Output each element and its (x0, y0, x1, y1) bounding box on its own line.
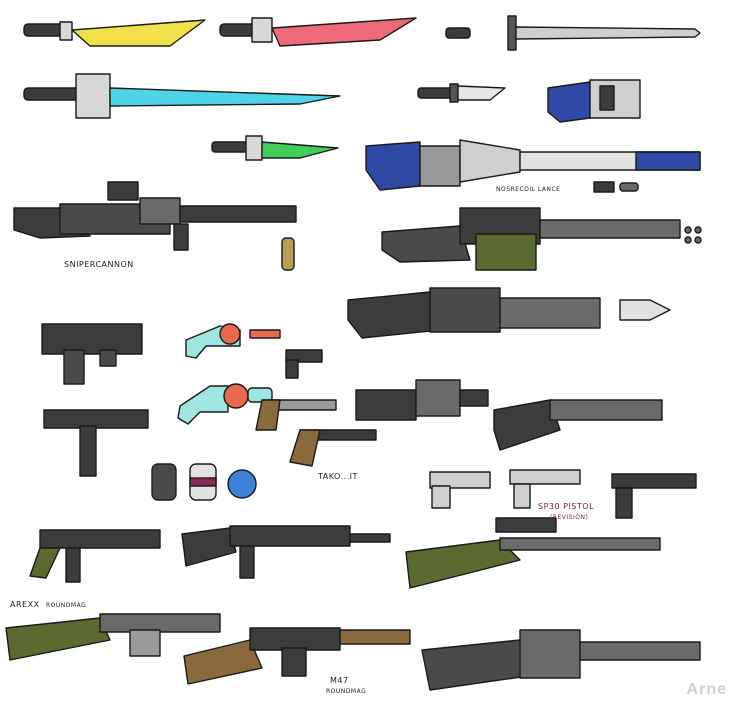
cyan-blade-sword-icon (23, 73, 341, 119)
heavy-machine-gun-icon (421, 629, 701, 691)
rocket-round-icon (619, 299, 671, 321)
revolver-icon (255, 399, 337, 431)
m47-sub-label: ROUNDMAG (326, 688, 367, 695)
m47-rifle-icon (183, 627, 411, 685)
compact-smg-icon (41, 323, 143, 385)
recoil-lance-icon (365, 139, 701, 191)
assault-rifle-olive-icon (29, 529, 161, 583)
small-pistol-icon (285, 349, 323, 379)
m47-label: M47 (330, 676, 349, 685)
grenade-tag-label: BEWU (192, 477, 213, 484)
blue-grenade-icon (227, 469, 257, 499)
pistol-grey-icon (429, 471, 491, 509)
green-dagger-icon (211, 135, 339, 161)
heavy-launcher-icon (347, 287, 601, 339)
recoil-lance-label: NOSRECOIL LANCE (496, 186, 561, 193)
arexx-rifle-icon (5, 613, 221, 661)
scoped-hunting-rifle-icon (405, 517, 661, 589)
minigun-icon (381, 207, 702, 271)
knife-icon (417, 83, 506, 103)
longsword-icon (445, 15, 701, 51)
ray-gun-large-icon (177, 383, 273, 425)
red-blade-sword-icon (219, 17, 417, 47)
artist-signature: Arne (686, 681, 727, 698)
sp30-revision-label: (REVISION) (550, 514, 589, 521)
canister-grenade-icon (189, 463, 217, 501)
m16-rifle-icon (181, 525, 391, 579)
black-pistol-icon (611, 473, 697, 519)
frag-grenade-icon (151, 463, 177, 501)
lance-ammo-icon (593, 181, 639, 193)
sp30-pistol-icon (509, 469, 581, 509)
snipercannon-icon (13, 181, 297, 251)
arexx-label: AREXX (10, 600, 40, 609)
grenade-launcher-icon (355, 379, 489, 421)
ray-gun-icon (185, 323, 281, 359)
tako-label: TAKO...IT (318, 472, 358, 481)
blue-launcher-module-icon (547, 79, 641, 123)
arexx-sub-label: ROUNDMAG (46, 602, 87, 609)
shotgun-icon (493, 399, 663, 451)
sp30-label: SP30 PISTOL (538, 502, 595, 511)
machine-pistol-icon (43, 409, 149, 477)
yellow-blade-sword-icon (23, 19, 206, 47)
cannon-shell-icon (281, 237, 295, 271)
snipercannon-label: SNIPERCANNON (64, 260, 134, 269)
flintlock-pistol-icon (289, 429, 377, 467)
